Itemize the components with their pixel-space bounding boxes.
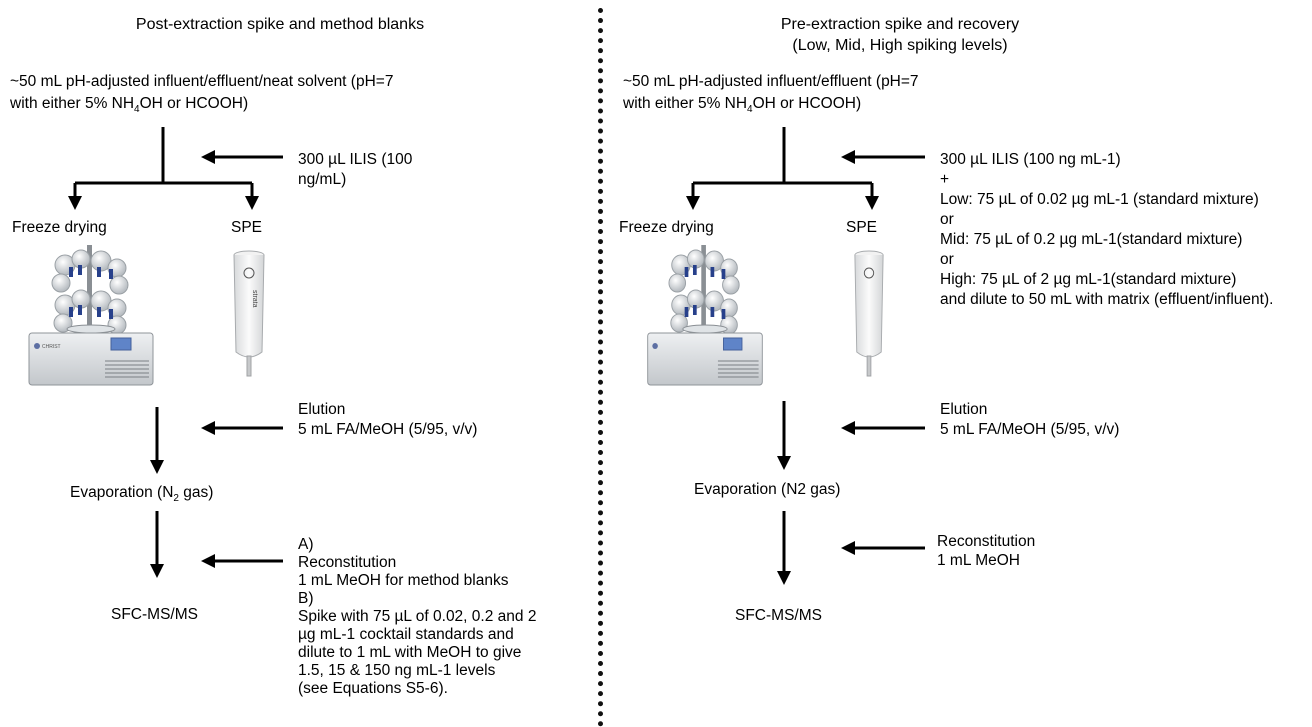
left-final-label: SFC-MS/MS bbox=[111, 605, 198, 624]
left-elution-line2: 5 mL FA/MeOH (5/95, v/v) bbox=[298, 420, 477, 439]
right-spike-line-6: High: 75 µL of 2 µg mL-1(standard mixtur… bbox=[940, 270, 1236, 289]
left-sample-line2: with either 5% NH4OH or HCOOH) bbox=[10, 94, 248, 119]
left-recon-line-5: µg mL-1 cocktail standards and bbox=[298, 625, 514, 644]
left-recon-line-0: A) bbox=[298, 535, 314, 554]
left-recon-line-2: 1 mL MeOH for method blanks bbox=[298, 571, 508, 590]
right-spike-line-2: Low: 75 µL of 0.02 µg mL-1 (standard mix… bbox=[940, 190, 1259, 209]
right-sample-line1: ~50 mL pH-adjusted influent/effluent (pH… bbox=[623, 72, 919, 91]
right-final-label: SFC-MS/MS bbox=[735, 606, 822, 625]
left-recon-line-8: (see Equations S5-6). bbox=[298, 679, 448, 698]
right-spike-line-1: + bbox=[940, 170, 949, 189]
left-spe-label: SPE bbox=[231, 218, 262, 237]
spe-cartridge-image-right bbox=[853, 250, 885, 383]
right-spike-line-3: or bbox=[940, 210, 954, 229]
right-spike-line-7: and dilute to 50 mL with matrix (effluen… bbox=[940, 290, 1273, 309]
left-title: Post-extraction spike and method blanks bbox=[60, 14, 500, 35]
right-spike-line-5: or bbox=[940, 250, 954, 269]
right-spike-line-4: Mid: 75 µL of 0.2 µg mL-1(standard mixtu… bbox=[940, 230, 1242, 249]
left-recon-line-3: B) bbox=[298, 589, 314, 608]
right-recon-line2: 1 mL MeOH bbox=[937, 551, 1020, 570]
right-sample-line2: with either 5% NH4OH or HCOOH) bbox=[623, 94, 861, 119]
left-evap-label: Evaporation (N2 gas) bbox=[70, 483, 213, 508]
spe-cartridge-image: strata bbox=[232, 250, 266, 383]
left-freeze-label: Freeze drying bbox=[12, 218, 107, 237]
right-elution-line1: Elution bbox=[940, 400, 987, 419]
section-divider bbox=[598, 8, 603, 727]
right-spike-line-0: 300 µL ILIS (100 ng mL-1) bbox=[940, 150, 1121, 169]
right-title-line2: (Low, Mid, High spiking levels) bbox=[690, 35, 1110, 56]
right-spe-label: SPE bbox=[846, 218, 877, 237]
freeze-dryer-image: CHRIST bbox=[25, 243, 157, 394]
left-recon-line-7: 1.5, 15 & 150 ng mL-1 levels bbox=[298, 661, 495, 680]
left-recon-line-6: dilute to 1 mL with MeOH to give bbox=[298, 643, 521, 662]
left-ilis-line1: 300 µL ILIS (100 bbox=[298, 150, 412, 169]
left-elution-line1: Elution bbox=[298, 400, 345, 419]
right-recon-line1: Reconstitution bbox=[937, 532, 1035, 551]
right-freeze-label: Freeze drying bbox=[619, 218, 714, 237]
cartridge-text: strata bbox=[251, 290, 258, 308]
left-recon-line-4: Spike with 75 µL of 0.02, 0.2 and 2 bbox=[298, 607, 536, 626]
right-title-line1: Pre-extraction spike and recovery bbox=[690, 14, 1110, 35]
right-elution-line2: 5 mL FA/MeOH (5/95, v/v) bbox=[940, 420, 1119, 439]
right-evap-label: Evaporation (N2 gas) bbox=[694, 480, 840, 499]
left-ilis-line2: ng/mL) bbox=[298, 170, 346, 189]
left-recon-line-1: Reconstitution bbox=[298, 553, 396, 572]
left-sample-line1: ~50 mL pH-adjusted influent/effluent/nea… bbox=[10, 72, 393, 91]
freeze-dryer-image-right bbox=[644, 243, 766, 394]
brand-text: CHRIST bbox=[42, 344, 61, 350]
